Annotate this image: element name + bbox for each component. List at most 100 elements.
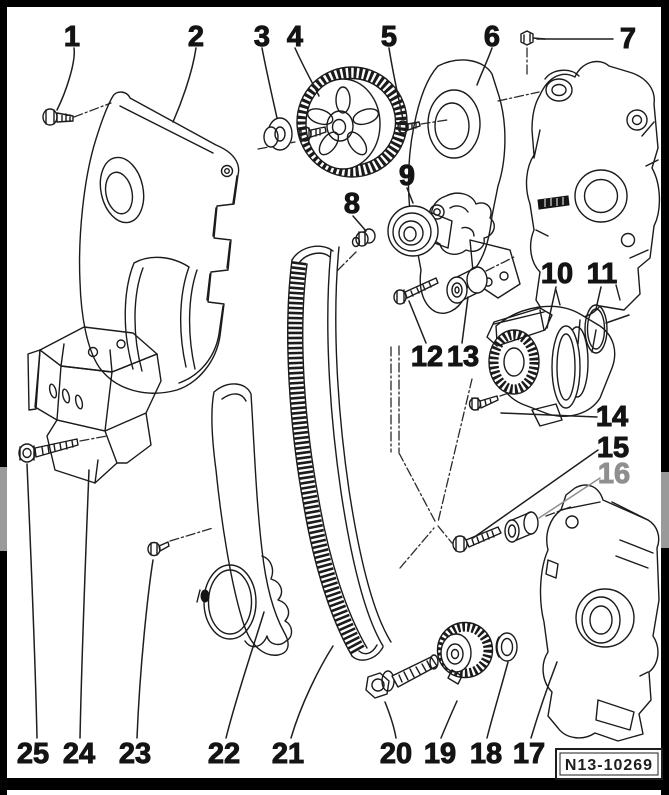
seal22-outer <box>203 564 257 640</box>
part-23-bolt <box>147 541 170 557</box>
cover2-inner-rim <box>119 105 238 384</box>
ref-code-text: N13-10269 <box>565 757 653 774</box>
bracket24-faces <box>34 349 162 432</box>
bolt14-shaft <box>471 395 499 411</box>
part-5-bolt <box>397 120 421 134</box>
cover2-lower-arches <box>124 256 198 372</box>
part-22-seal <box>196 564 257 640</box>
leader-15 <box>472 449 599 539</box>
bolt25-head <box>18 443 36 463</box>
block-ribs <box>533 69 659 306</box>
roller13-front <box>446 276 468 304</box>
guide-tensioner <box>335 251 357 273</box>
roller13-hole <box>451 282 463 298</box>
callout-4: 4 <box>287 21 303 53</box>
callout-7: 7 <box>620 23 636 55</box>
sprocket4-spoke-3 <box>346 131 368 156</box>
callout-6: 6 <box>484 21 500 53</box>
lower-cover-piece <box>211 383 293 656</box>
callout-21: 21 <box>272 738 304 770</box>
guide-roller-axis <box>485 255 517 272</box>
part-8-nut <box>351 228 376 248</box>
engine-block <box>525 60 661 319</box>
sprocket4-face <box>305 78 381 170</box>
leader-12 <box>408 300 427 344</box>
part-18-washer <box>495 632 518 662</box>
cover6-outline <box>407 59 506 314</box>
seal22-clip <box>200 589 210 603</box>
block-outline <box>525 60 661 319</box>
callout-22: 22 <box>208 738 240 770</box>
sprocket4-outer-rim <box>296 66 408 178</box>
sprocket4-center-bolt-shaft <box>300 126 327 141</box>
guide-axis-right <box>420 119 448 125</box>
bolt12-shaft <box>396 277 439 304</box>
nut8-front <box>355 231 369 247</box>
callout-14: 14 <box>596 401 628 433</box>
washer18-inner <box>500 637 514 657</box>
frame-left-gray-segment <box>0 467 7 551</box>
nut8-facets <box>358 230 366 246</box>
bracket24-hole-2 <box>116 339 126 349</box>
block-stud-threads <box>544 197 564 207</box>
bolt15-head <box>452 535 468 553</box>
oring11-tick <box>605 314 630 324</box>
ref-box-outer <box>555 748 663 780</box>
block-bore-inner <box>583 178 619 214</box>
callout-20: 20 <box>380 738 412 770</box>
part-1-bolt <box>42 108 74 126</box>
washer3-hole <box>274 126 286 142</box>
callout-12: 12 <box>411 341 443 373</box>
frame-top <box>0 0 669 7</box>
part-6-rear-cover <box>407 59 521 314</box>
leader-4 <box>294 47 320 97</box>
leader-18 <box>486 661 509 739</box>
cover2-outline <box>78 91 240 394</box>
callout-5: 5 <box>381 21 397 53</box>
callout-23: 23 <box>119 738 151 770</box>
tensioner9-inner <box>398 220 424 246</box>
bolt15-shaft <box>455 526 502 552</box>
housing17-bore-mid <box>581 596 621 644</box>
cover2-hole-outer <box>99 156 145 224</box>
bolt23-head <box>147 541 161 557</box>
housing17-boss <box>565 515 579 529</box>
leader-1 <box>56 47 75 111</box>
cover6-hole-inner <box>434 102 470 150</box>
leader-8 <box>352 215 367 232</box>
callout-2: 2 <box>188 21 204 53</box>
sprocket4-spoke-4 <box>318 131 340 156</box>
leader-5 <box>388 47 404 120</box>
part-19-crank-sprocket <box>436 621 494 685</box>
bolt20-tip <box>429 654 439 670</box>
leader-lines <box>26 38 614 739</box>
bolt23-shaft <box>150 541 170 556</box>
lower-cover-clip-arm <box>244 555 293 648</box>
part-12-bolt <box>393 277 439 305</box>
guide-cover-to-block <box>497 91 540 102</box>
part-25-bolt <box>18 438 79 463</box>
ref-code-box: N13-10269 <box>555 748 663 780</box>
leader-21 <box>290 645 334 739</box>
part-7-bolt <box>520 30 546 46</box>
callout-10: 10 <box>541 258 573 290</box>
leader-6 <box>476 47 493 86</box>
guide-to-crossing <box>398 452 437 524</box>
leader-23 <box>136 559 154 739</box>
frame-right <box>661 0 669 795</box>
part-13-roller <box>446 266 488 304</box>
leader-25 <box>26 463 38 739</box>
bolt1-shaft <box>45 109 74 125</box>
sprocket19-center <box>450 648 460 660</box>
washer18-outer <box>496 632 518 662</box>
housing17-details <box>545 501 654 731</box>
bracket24-hole-1 <box>87 346 99 358</box>
cover2-hole-inner <box>104 171 134 215</box>
pump10-top-tab <box>486 307 553 347</box>
pump10-flange-inner <box>556 333 576 401</box>
bracket24-slot-1 <box>48 383 58 399</box>
sprocket4-hub-hole <box>331 118 347 136</box>
housing17-outline <box>539 484 660 742</box>
callout-25: 25 <box>17 738 49 770</box>
bolt25-shaft <box>19 438 79 461</box>
